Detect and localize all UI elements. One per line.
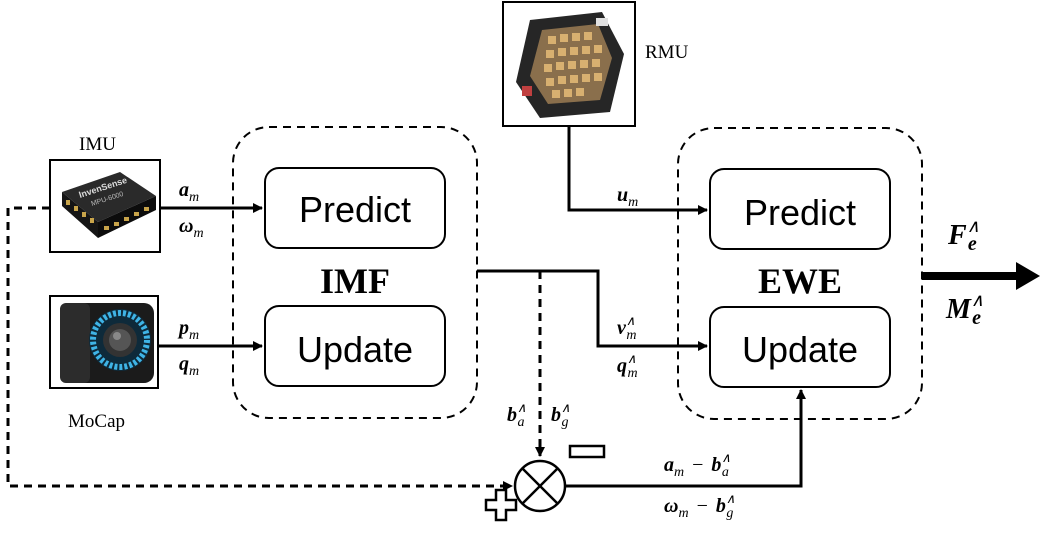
imf-update-block xyxy=(264,305,446,387)
ewe-predict-label: Predict xyxy=(744,192,856,233)
mocap-device xyxy=(49,295,159,389)
minus-sign-icon xyxy=(568,444,606,459)
signal-a-minus-ba: am−b∧a xyxy=(664,450,731,480)
rmu-label: RMU xyxy=(645,42,689,63)
wire-imf-to-ewe-update xyxy=(477,269,708,351)
signal-a-m: am xyxy=(179,179,199,205)
rmu-board-image xyxy=(516,12,624,118)
plus-sign-icon xyxy=(484,488,518,522)
mocap-camera-image xyxy=(60,303,154,383)
imf-title: IMF xyxy=(320,261,390,301)
output-arrow-head xyxy=(1016,262,1040,290)
imf-predict-label: Predict xyxy=(299,189,411,230)
imu-chip-image: InvenSense MPU-6000 xyxy=(62,172,156,238)
ewe-update-label: Update xyxy=(742,329,858,370)
wire-rmu-to-ewe-predict xyxy=(567,126,708,215)
ewe-title: EWE xyxy=(758,261,842,301)
signal-b-a-hat: b∧a xyxy=(507,400,527,430)
wire-junction-to-ewe-update xyxy=(566,389,806,488)
signal-b-g-hat: b∧g xyxy=(551,400,571,430)
output-moment: M∧e xyxy=(945,290,984,329)
rmu-device xyxy=(502,1,636,127)
ewe-predict-block xyxy=(709,168,891,250)
wire-imu-raw-to-junction xyxy=(6,206,513,491)
signal-omega-m: ωm xyxy=(179,215,204,241)
signal-omega-minus-bg: ωm−b∧g xyxy=(664,491,735,521)
signal-q-m-hat: q∧m xyxy=(617,351,638,381)
signal-q-m: qm xyxy=(179,353,199,379)
signal-p-m: pm xyxy=(177,317,199,343)
imf-update-label: Update xyxy=(297,329,413,370)
output-force: F∧e xyxy=(947,216,980,255)
ewe-update-block xyxy=(709,306,891,388)
imu-label: IMU xyxy=(79,134,116,155)
summing-junction xyxy=(513,459,567,513)
imu-device: InvenSense MPU-6000 xyxy=(49,159,161,253)
imf-predict-block xyxy=(264,167,446,249)
signal-u-m: um xyxy=(617,184,638,210)
signal-v-m-hat: v∧m xyxy=(617,313,637,343)
mocap-label: MoCap xyxy=(68,411,125,432)
